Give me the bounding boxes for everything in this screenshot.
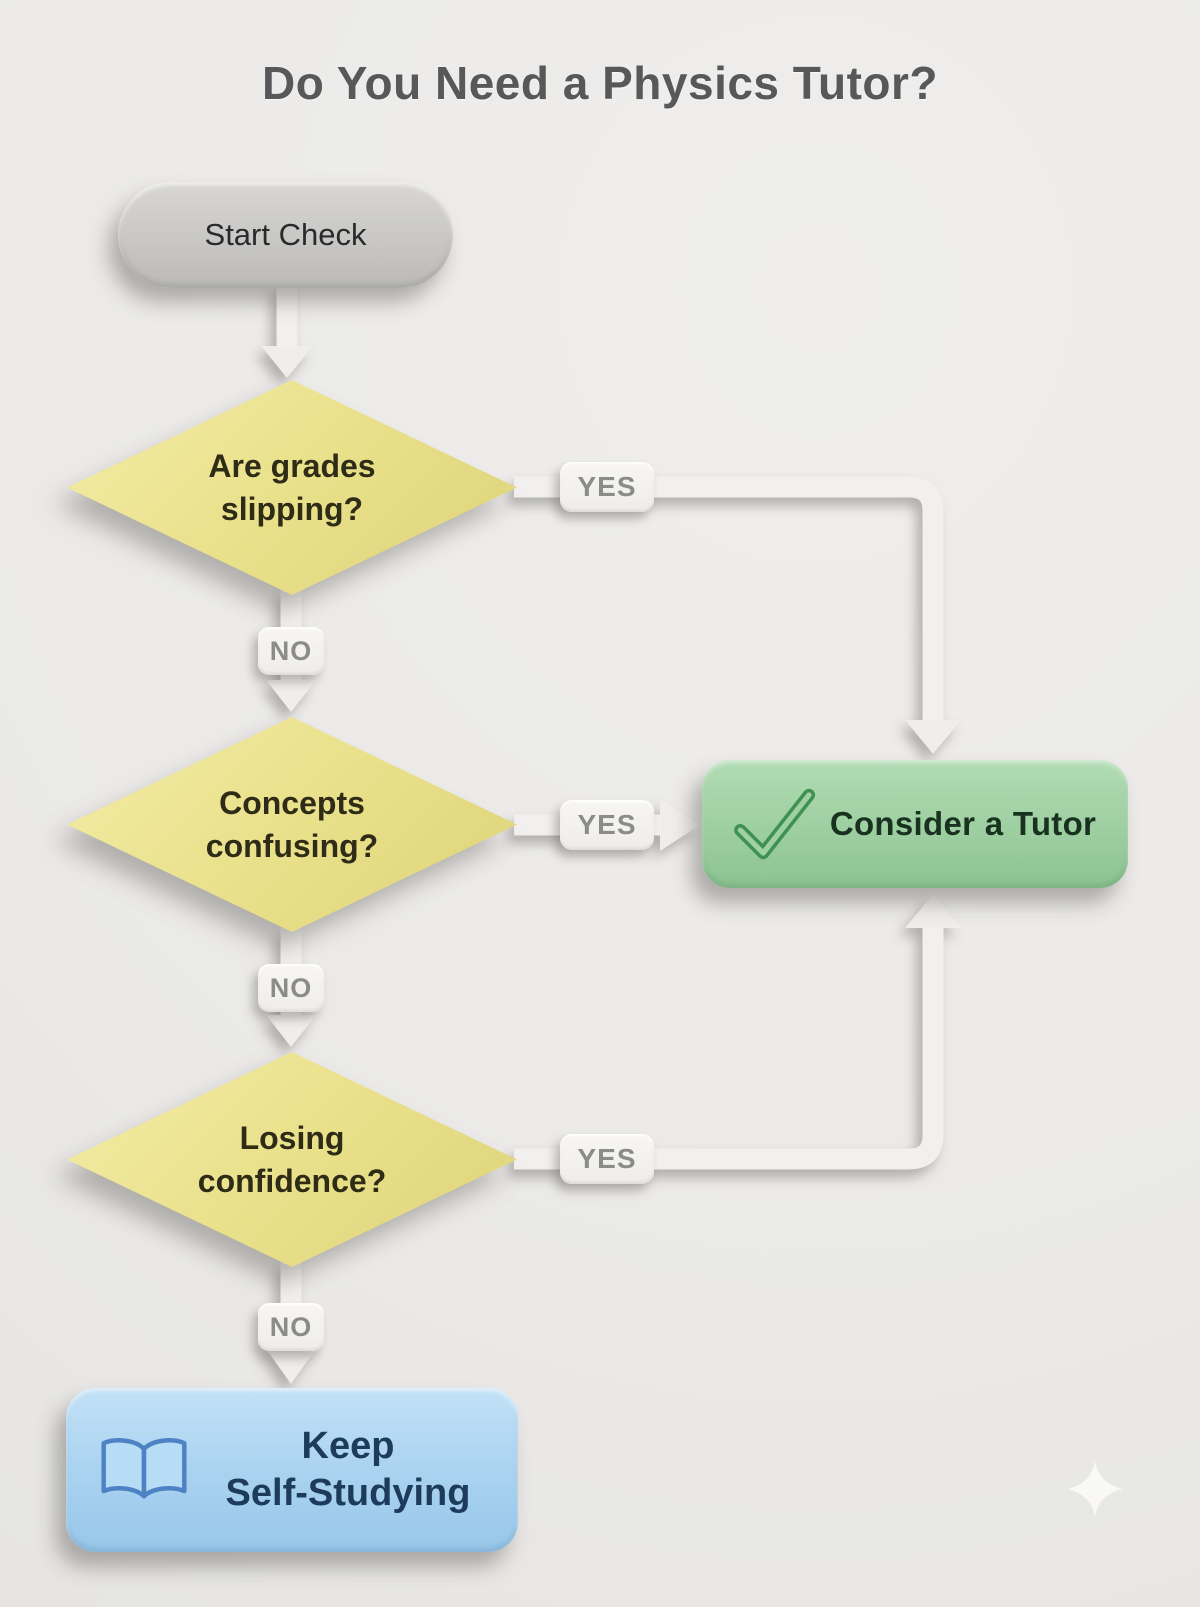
label-no-confidence: NO [258, 1303, 324, 1351]
outcome-consider-tutor: Consider a Tutor [702, 760, 1128, 888]
decision-grades-slipping: Are grades slipping? [67, 380, 517, 595]
outcome-tutor-label: Consider a Tutor [829, 805, 1097, 842]
sparkle-icon [1062, 1456, 1128, 1527]
arrowhead-up-yes3 [905, 894, 961, 928]
arrowhead-down-yes1 [905, 720, 961, 754]
no-text: NO [269, 972, 313, 1003]
decision-concepts-line2: confusing? [205, 827, 379, 864]
label-yes-confidence: YES [560, 1134, 654, 1184]
start-node: Start Check [118, 182, 453, 288]
arrowhead-down-no3 [264, 1346, 318, 1384]
arrowhead-down-no2 [266, 1015, 316, 1047]
decision-losing-confidence: Losing confidence? [67, 1052, 517, 1267]
connector-yes-grades-to-tutor [514, 476, 944, 724]
selfstudy-line2: Self-Studying [225, 1472, 471, 1514]
connector-yes-confidence-to-tutor [514, 924, 944, 1170]
decision-confidence-line1: Losing [239, 1119, 345, 1156]
label-yes-concepts: YES [560, 800, 654, 850]
decision-concepts-confusing: Concepts confusing? [67, 717, 517, 932]
yes-text: YES [577, 1143, 637, 1174]
decision-concepts-line1: Concepts [219, 784, 365, 821]
arrowhead-down-start [261, 346, 313, 378]
decision-confidence-label: Losing confidence? [67, 1052, 517, 1267]
open-book-icon [96, 1428, 192, 1512]
selfstudy-line1: Keep [301, 1425, 395, 1467]
start-label: Start Check [204, 217, 367, 252]
yes-text: YES [577, 471, 637, 502]
outcome-selfstudy-label: Keep Self-Studying [192, 1423, 504, 1517]
label-yes-grades: YES [560, 462, 654, 512]
yes-text: YES [577, 809, 637, 840]
decision-grades-line2: slipping? [220, 490, 364, 527]
decision-grades-line1: Are grades [208, 447, 376, 484]
decision-concepts-label: Concepts confusing? [67, 717, 517, 932]
no-text: NO [269, 635, 313, 666]
decision-confidence-line2: confidence? [197, 1162, 387, 1199]
page-title: Do You Need a Physics Tutor? [261, 57, 938, 109]
label-no-concepts: NO [258, 964, 324, 1012]
decision-grades-label: Are grades slipping? [67, 380, 517, 595]
checkmark-icon [728, 784, 816, 864]
label-no-grades: NO [258, 627, 324, 675]
no-text: NO [269, 1311, 313, 1342]
arrowhead-right-yes2 [660, 799, 700, 851]
outcome-keep-self-studying: Keep Self-Studying [66, 1388, 518, 1552]
arrowhead-down-no1 [266, 680, 316, 712]
